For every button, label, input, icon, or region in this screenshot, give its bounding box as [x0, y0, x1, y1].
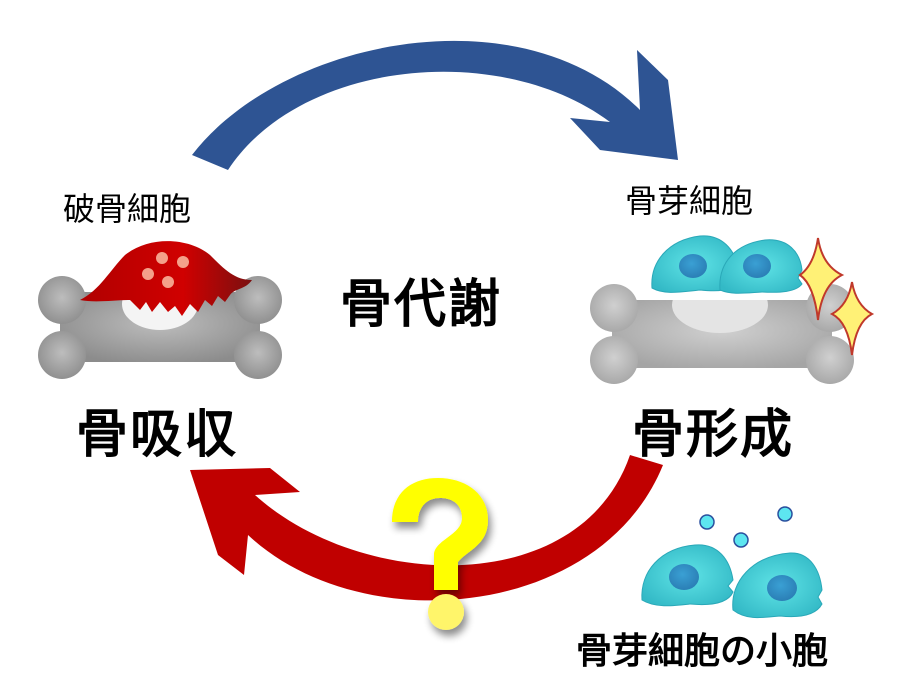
- osteoblast-nucleus: [767, 575, 797, 601]
- sparkle-icons: [798, 237, 875, 356]
- osteoblast-nucleus: [743, 254, 771, 278]
- top-arrow-blue: [192, 40, 678, 170]
- bottom-arrow-red: [190, 455, 663, 601]
- osteoclast-cell: [80, 241, 252, 316]
- vesicle-osteoblast-cells: [641, 544, 823, 619]
- osteoclast-nucleus: [162, 276, 174, 288]
- vesicle: [733, 532, 749, 548]
- osteoclast-nucleus: [177, 256, 189, 268]
- bone-metabolism-title: 骨代謝: [340, 275, 503, 335]
- osteoblast-nucleus: [679, 254, 707, 278]
- osteoclast-nucleus: [142, 268, 154, 280]
- vesicle: [777, 506, 793, 522]
- osteoblast-vesicle-label: 骨芽細胞の小胞: [576, 631, 829, 672]
- sparkle-icon: [798, 237, 845, 321]
- vesicle: [699, 514, 715, 530]
- osteoblast-cells: [651, 235, 803, 294]
- osteoclast-nucleus: [156, 252, 168, 264]
- bone-resorption-label: 骨吸収: [76, 405, 239, 465]
- osteoblast-label: 骨芽細胞: [625, 182, 754, 220]
- osteoclast-label: 破骨細胞: [63, 190, 192, 228]
- sparkle-icon: [829, 281, 875, 356]
- vesicles: [699, 506, 793, 548]
- question-mark-icon: [392, 478, 488, 630]
- bone-formation-label: 骨形成: [632, 405, 795, 465]
- osteoblast-nucleus: [669, 564, 699, 590]
